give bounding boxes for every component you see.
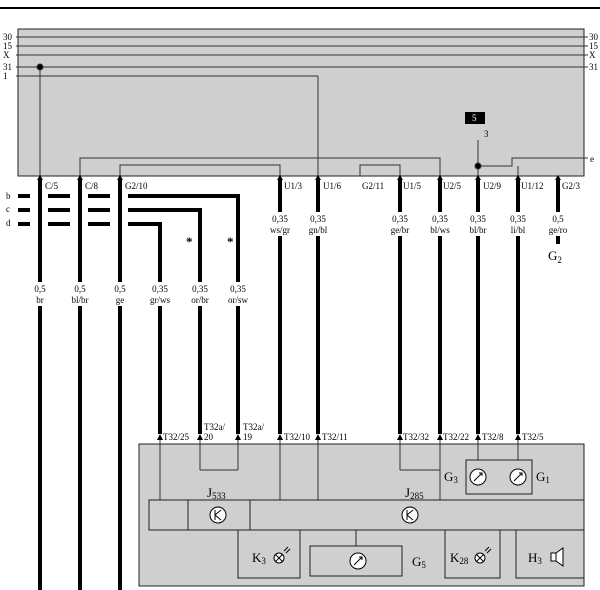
j533-label: J533 bbox=[207, 485, 226, 501]
g5-label: G5 bbox=[412, 554, 426, 570]
upper-unit-box bbox=[17, 28, 585, 177]
gauge-icon-g1 bbox=[509, 468, 527, 486]
j285-label: J285 bbox=[405, 485, 424, 501]
connector-u1-5: U1/5 bbox=[403, 181, 422, 191]
supply-rails bbox=[16, 36, 588, 77]
lamp-icon-k3 bbox=[273, 546, 291, 564]
g3-label: G3 bbox=[444, 469, 458, 485]
lower-compartments bbox=[237, 530, 584, 579]
branch-label-e: e bbox=[590, 154, 594, 164]
lower-wire-labels: 0,5 br 0,5 bl/br 0,5 ge 0,35 gr/ws 0,35 … bbox=[34, 284, 248, 305]
connector-g2-3: G2/3 bbox=[562, 181, 581, 191]
relay-5-marker bbox=[465, 112, 485, 124]
pin-t32-10: T32/10 bbox=[284, 432, 310, 442]
rail-label-30: 30 bbox=[3, 32, 13, 42]
rail-label-15-right: 15 bbox=[589, 41, 599, 51]
pin-t32-32: T32/32 bbox=[403, 432, 429, 442]
relay-5-label: 5 bbox=[472, 113, 477, 123]
pin-t32a-19a: T32a/ bbox=[243, 422, 264, 432]
uwire-size-5: 0,35 bbox=[470, 214, 486, 224]
wire-size-4: 0,35 bbox=[152, 284, 168, 294]
rail-label-1: 1 bbox=[3, 71, 8, 81]
connector-labels: C/5 C/8 G2/10 U1/3 U1/6 G2/11 U1/5 U2/5 … bbox=[45, 181, 581, 191]
relay-5-pin: 3 bbox=[484, 129, 489, 139]
k28-label: K28 bbox=[450, 550, 469, 566]
connector-g2-11: G2/11 bbox=[362, 181, 384, 191]
pin-arrows bbox=[157, 434, 521, 440]
uwire-color-7: ge/ro bbox=[549, 225, 568, 235]
h3-label: H3 bbox=[528, 550, 542, 566]
rail-label-x: X bbox=[3, 50, 10, 60]
uwire-size-7: 0,5 bbox=[552, 214, 564, 224]
connector-c8: C/8 bbox=[85, 181, 99, 191]
g2-label: G2 bbox=[548, 248, 562, 265]
transistor-icon-j533 bbox=[209, 506, 227, 524]
lamp-icon-k28 bbox=[474, 546, 492, 564]
uwire-color-2: gn/bl bbox=[309, 225, 328, 235]
wire-size-1: 0,5 bbox=[34, 284, 46, 294]
wire-color-1: br bbox=[36, 295, 44, 305]
gauge-icon-g5 bbox=[349, 552, 367, 570]
asterisk-or-sw: * bbox=[227, 234, 234, 249]
uwire-color-1: ws/gr bbox=[270, 225, 290, 235]
connector-arrows bbox=[37, 175, 561, 180]
branch-label-d: d bbox=[6, 218, 11, 228]
wire-size-2: 0,5 bbox=[74, 284, 86, 294]
pin-t32-22: T32/22 bbox=[443, 432, 469, 442]
buzzer-icon-h3 bbox=[550, 547, 564, 567]
k3-label: K3 bbox=[252, 550, 266, 566]
uwire-size-3: 0,35 bbox=[392, 214, 408, 224]
connector-u2-5: U2/5 bbox=[443, 181, 462, 191]
upper-wire-labels: 0,35 ws/gr 0,35 gn/bl 0,35 ge/br 0,35 bl… bbox=[270, 214, 568, 235]
uwire-color-5: bl/br bbox=[470, 225, 487, 235]
asterisk-or-br: * bbox=[186, 234, 193, 249]
branch-label-b: b bbox=[6, 191, 11, 201]
pin-t32-25: T32/25 bbox=[163, 432, 189, 442]
connector-u1-6: U1/6 bbox=[323, 181, 342, 191]
uwire-size-4: 0,35 bbox=[432, 214, 448, 224]
pin-t32a-20b: 20 bbox=[204, 432, 214, 442]
internal-wiring bbox=[36, 63, 588, 176]
uwire-size-1: 0,35 bbox=[272, 214, 288, 224]
uwire-size-2: 0,35 bbox=[310, 214, 326, 224]
pin-t32-5: T32/5 bbox=[522, 432, 544, 442]
rail-label-x-right: X bbox=[589, 50, 596, 60]
wire-size-3: 0,5 bbox=[114, 284, 126, 294]
wire-color-6: or/sw bbox=[228, 295, 249, 305]
wire-color-3: ge bbox=[116, 295, 125, 305]
pin-t32-8: T32/8 bbox=[482, 432, 504, 442]
connector-g2-10: G2/10 bbox=[125, 181, 148, 191]
wire-size-6: 0,35 bbox=[230, 284, 246, 294]
branch-label-c: c bbox=[6, 204, 10, 214]
uwire-color-6: li/bl bbox=[511, 225, 526, 235]
pin-labels: T32/25 T32a/ 20 T32a/ 19 T32/10 T32/11 T… bbox=[163, 422, 544, 442]
lower-internal-wiring bbox=[159, 440, 519, 500]
wire-color-4: gr/ws bbox=[150, 295, 170, 305]
rail-label-31-right: 31 bbox=[589, 62, 598, 72]
uwire-color-4: bl/ws bbox=[430, 225, 450, 235]
g1-label: G1 bbox=[536, 469, 550, 485]
connector-u1-12: U1/12 bbox=[521, 181, 544, 191]
connector-u2-9: U2/9 bbox=[483, 181, 502, 191]
wire-label-backgrounds bbox=[30, 212, 572, 306]
transistor-icon-j285 bbox=[401, 506, 419, 524]
wire-color-5: or/br bbox=[191, 295, 209, 305]
pin-t32a-19b: 19 bbox=[243, 432, 253, 442]
rail-label-30-right: 30 bbox=[589, 32, 599, 42]
uwire-color-3: ge/br bbox=[391, 225, 410, 235]
wire-color-2: bl/br bbox=[72, 295, 89, 305]
pin-t32a-20a: T32a/ bbox=[204, 422, 225, 432]
rail-label-31: 31 bbox=[3, 62, 12, 72]
connector-c5: C/5 bbox=[45, 181, 59, 191]
wire-size-5: 0,35 bbox=[192, 284, 208, 294]
pin-t32-11: T32/11 bbox=[322, 432, 348, 442]
connector-u1-3: U1/3 bbox=[284, 181, 303, 191]
uwire-size-6: 0,35 bbox=[510, 214, 526, 224]
rail-label-15: 15 bbox=[3, 41, 13, 51]
gauge-icon-g3 bbox=[469, 468, 487, 486]
